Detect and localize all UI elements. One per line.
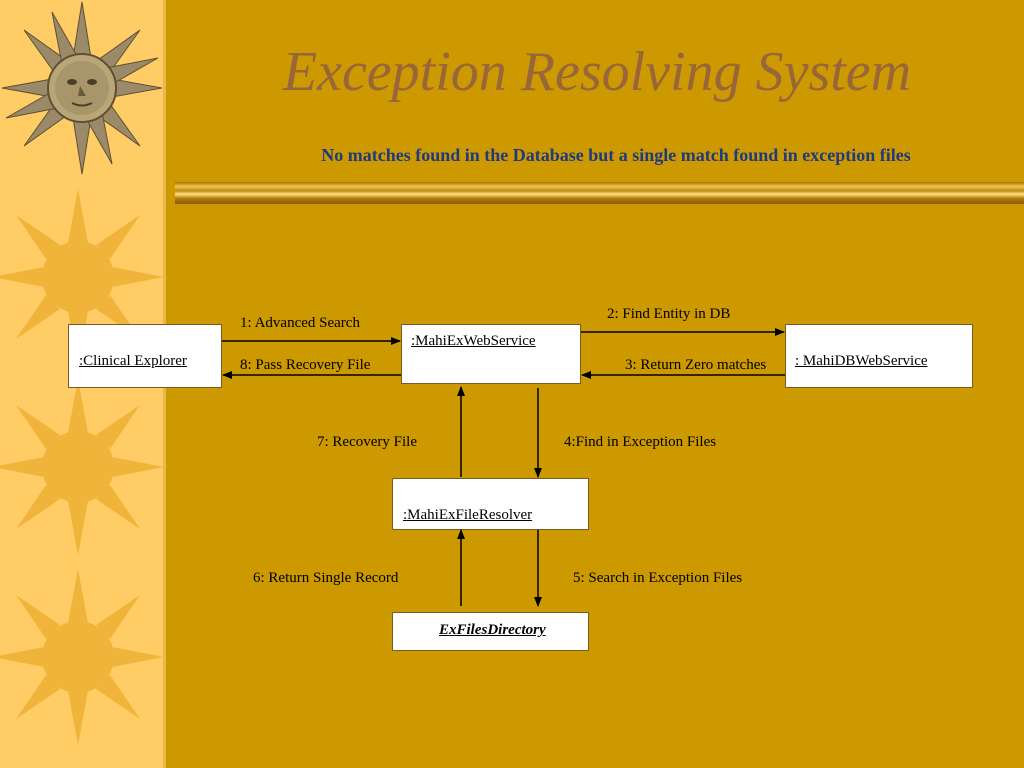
message-5-label: 5: Search in Exception Files: [573, 570, 743, 586]
mahiex-fileresolver-box: :MahiExFileResolver: [392, 478, 589, 530]
message-4-label: 4:Find in Exception Files: [564, 434, 717, 450]
clinical-explorer-label: :Clinical Explorer: [79, 353, 187, 369]
mahidb-webservice-label: : MahiDBWebService: [795, 353, 928, 369]
message-1-label: 1: Advanced Search: [240, 315, 360, 331]
exfiles-directory-label: ExFilesDirectory: [439, 622, 546, 638]
clinical-explorer-box: :Clinical Explorer: [68, 324, 222, 388]
message-3-label: 3: Return Zero matches: [625, 357, 767, 373]
mahidb-webservice-box: : MahiDBWebService: [785, 324, 973, 388]
mahiex-webservice-label: :MahiExWebService: [411, 333, 536, 349]
sun-decoration-icon: [0, 379, 164, 555]
message-7-label: 7: Recovery File: [317, 434, 417, 450]
exfiles-directory-box: ExFilesDirectory: [392, 612, 589, 651]
message-6-label: 6: Return Single Record: [253, 570, 399, 586]
mahiex-webservice-box: :MahiExWebService: [401, 324, 581, 384]
message-8-label: 8: Pass Recovery File: [240, 357, 371, 373]
metal-sun-icon: [1, 1, 163, 175]
gold-divider-bar: [175, 182, 1024, 204]
sun-decoration-icon: [0, 569, 164, 745]
slide-title: Exception Resolving System: [282, 41, 912, 103]
mahiex-fileresolver-label: :MahiExFileResolver: [403, 507, 533, 523]
slide-subtitle: No matches found in the Database but a s…: [321, 145, 911, 165]
message-2-label: 2: Find Entity in DB: [607, 306, 731, 322]
